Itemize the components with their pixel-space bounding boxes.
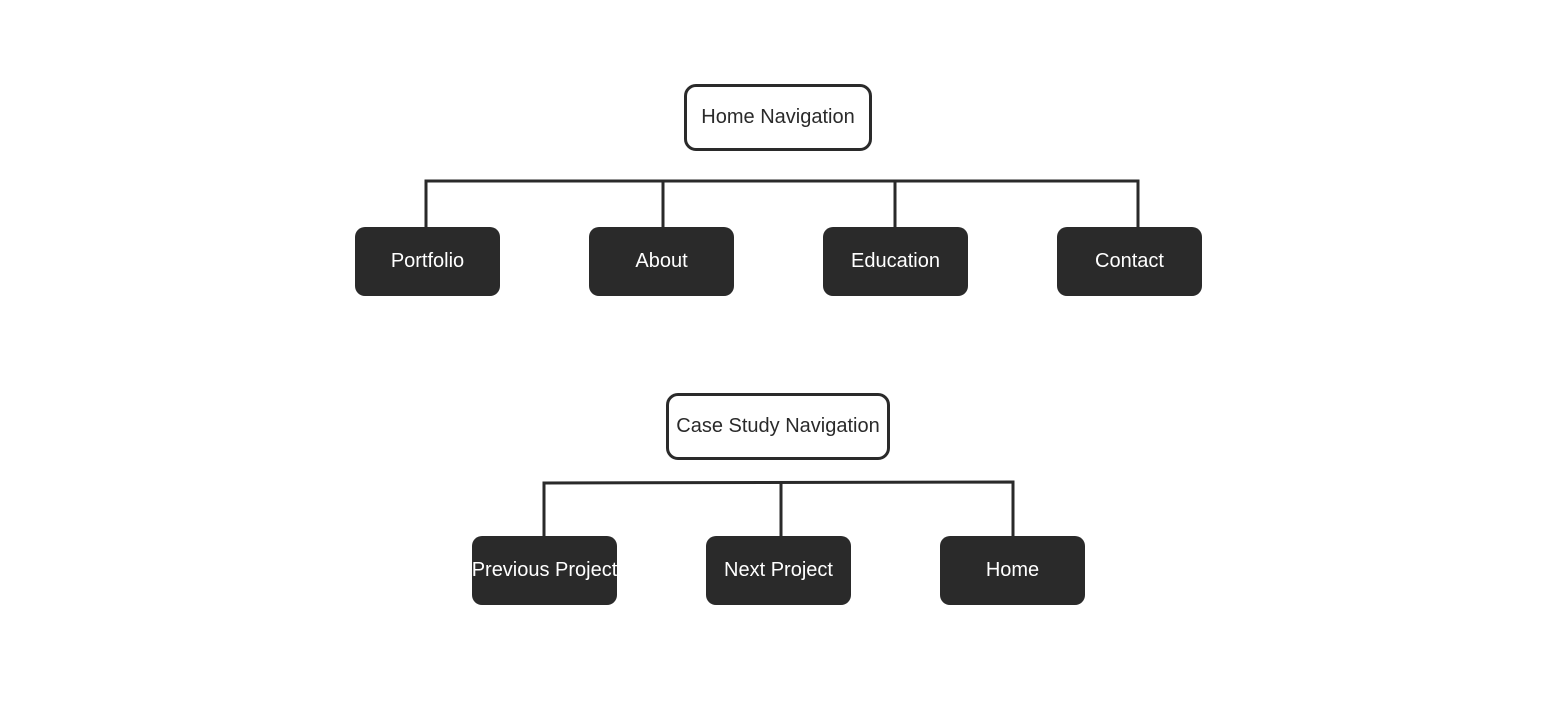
case-study-navigation-root: Case Study Navigation xyxy=(666,393,890,460)
previous-project-node[interactable]: Previous Project xyxy=(472,536,617,605)
case-study-connector-bar xyxy=(542,480,1015,539)
home-node[interactable]: Home xyxy=(940,536,1085,605)
home-nav-connector-bar xyxy=(424,179,1140,230)
next-project-node[interactable]: Next Project xyxy=(706,536,851,605)
about-node[interactable]: About xyxy=(589,227,734,296)
contact-node[interactable]: Contact xyxy=(1057,227,1202,296)
education-node[interactable]: Education xyxy=(823,227,968,296)
portfolio-node[interactable]: Portfolio xyxy=(355,227,500,296)
home-navigation-root: Home Navigation xyxy=(684,84,872,151)
